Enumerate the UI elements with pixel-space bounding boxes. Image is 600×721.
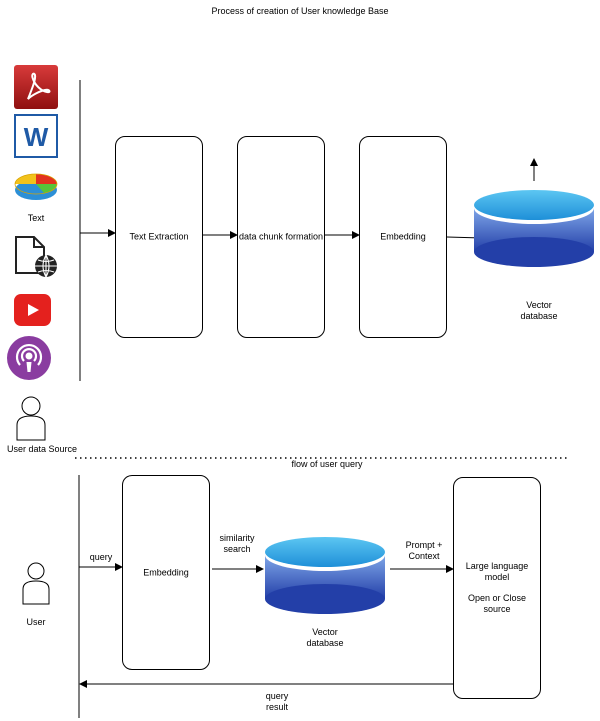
word-icon: W [14,114,58,158]
youtube-icon [14,294,51,326]
vector-database-label-bottom: Vector database [306,627,344,648]
chart-icon [14,166,58,202]
text-extraction-box: Text Extraction [115,136,203,338]
pdf-icon [14,65,58,109]
query-result-label: query result [265,691,289,712]
chunk-formation-label: data chunk formation [238,231,324,242]
embedding-label-top: Embedding [380,231,426,242]
query-label: query [89,552,113,562]
embedding-box-top: Embedding [359,136,447,338]
vector-database-cylinder-bottom [265,537,385,614]
user-icon-bottom [22,561,50,605]
vector-database-label-top: Vector database [520,300,558,321]
web-document-icon [14,236,60,280]
similarity-search-label: similarity search [219,533,255,554]
vector-database-cylinder-top [474,190,594,267]
user-label: User [26,617,46,627]
llm-box: Large language model Open or Close sourc… [453,477,541,699]
llm-label: Large language model Open or Close sourc… [465,561,529,614]
source-text-label: Text [27,213,45,223]
embedding-box-bottom: Embedding [122,475,210,670]
text-extraction-label: Text Extraction [129,231,189,242]
prompt-context-label: Prompt + Context [405,540,443,561]
embedding-label-bottom: Embedding [143,567,189,577]
chunk-formation-box: data chunk formation [237,136,325,338]
separator-label: flow of user query [291,459,363,469]
diagram-title: Process of creation of User knowledge Ba… [211,6,389,16]
user-data-source-label: User data Source [6,444,78,454]
podcast-icon [7,336,51,380]
svg-text:W: W [24,122,49,152]
user-icon [16,395,46,441]
